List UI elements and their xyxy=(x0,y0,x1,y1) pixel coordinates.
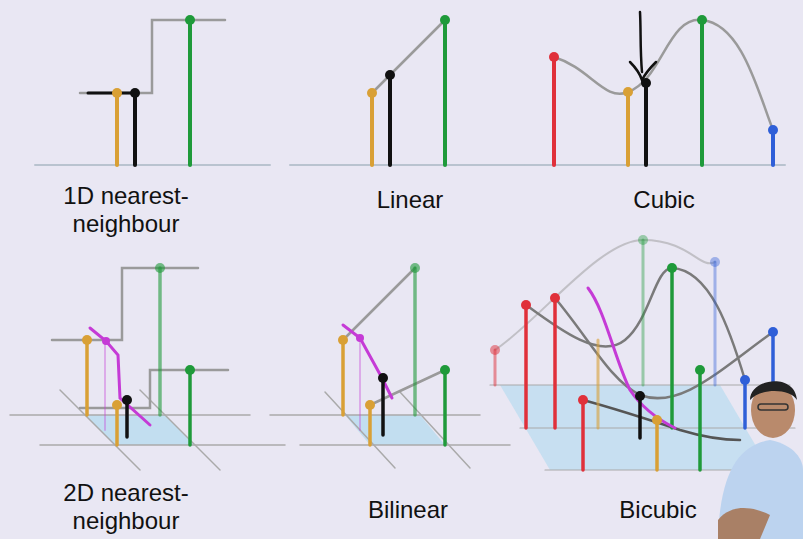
method-label: Bicubic xyxy=(583,496,733,524)
method-label: Linear xyxy=(325,186,495,214)
method-label: 2D nearest-neighbour xyxy=(41,479,211,535)
method-label: Bilinear xyxy=(323,496,493,524)
presenter-figure xyxy=(718,381,803,539)
method-label: Cubic xyxy=(579,186,749,214)
method-label: 1D nearest-neighbour xyxy=(41,182,211,238)
